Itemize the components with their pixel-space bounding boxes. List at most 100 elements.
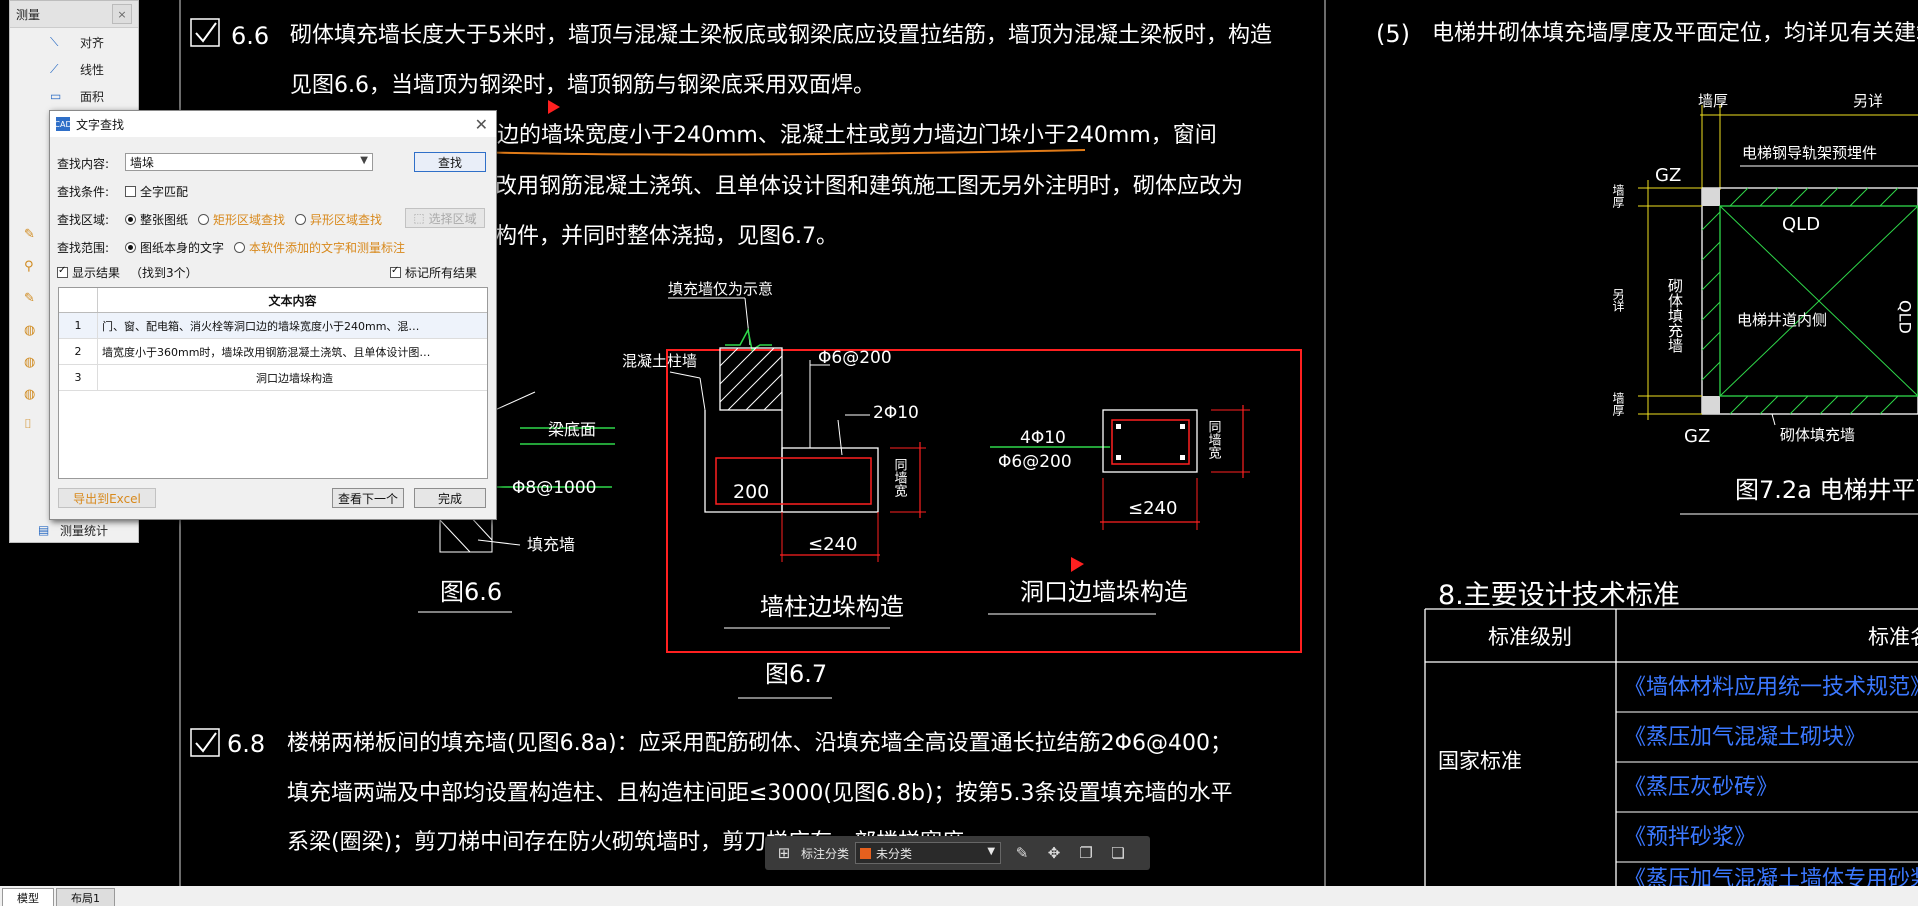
figure-6-6: 梁底面 Φ8@1000 填充墙 图6.6 — [418, 391, 615, 613]
area-rect-radio[interactable] — [198, 213, 210, 225]
area-all-radio[interactable] — [125, 213, 136, 225]
layout-tabs: 模型 布局1 — [0, 886, 1918, 906]
section-6-6-number: 6.6 — [231, 22, 269, 50]
search-hit-underline — [469, 149, 1086, 156]
label-phi6-200: Φ6@200 — [818, 348, 892, 368]
annotation-toolbar: ⊞ 标注分类 未分类 ▼ ✎ ✥ ❐ ❏ — [765, 836, 1150, 870]
tool-icon-2[interactable]: ⚲ — [24, 259, 34, 274]
tool-icon-1[interactable]: ✎ — [24, 227, 35, 242]
area-all-label: 整张图纸 — [140, 212, 189, 227]
category-select-value: 未分类 — [876, 846, 913, 861]
table-header-level: 标准级别 — [1488, 625, 1572, 649]
copy-icon[interactable]: ❐ — [1079, 844, 1093, 862]
label-4phi10: 4Φ10 — [1020, 428, 1066, 448]
tab-layout1[interactable]: 布局1 — [56, 888, 115, 906]
area-row: 查找区域: 整张图纸 矩形区域查找 异形区域查找 — [57, 209, 382, 229]
next-button[interactable]: 查看下一个 — [332, 488, 404, 508]
tool-icon-7[interactable]: ⌷ — [24, 417, 32, 432]
find-input[interactable]: 墙垛 ▼ — [125, 153, 373, 171]
tool-icon-6[interactable]: ◍ — [24, 387, 36, 402]
cond-row: 查找条件: 全字匹配 — [57, 181, 188, 201]
tool-icon-3[interactable]: ✎ — [24, 291, 35, 306]
figure-6-7-opening: 4Φ10 Φ6@200 同墙宽 ≤240 洞口边墙垛构造 — [988, 405, 1250, 615]
find-row: 查找内容: — [57, 153, 125, 173]
area-irregular-radio[interactable] — [295, 213, 307, 225]
measure-area-button[interactable]: ▭面积 — [50, 89, 105, 104]
table-std-2: 《蒸压加气混凝土砌块》 — [1624, 725, 1866, 750]
label-tongqiangkuan: 同墙宽 — [892, 458, 908, 498]
r-qianghou: 墙厚 — [1698, 92, 1728, 110]
area-icon: ▭ — [50, 89, 62, 103]
show-results-label: 显示结果 — [72, 265, 121, 280]
section-6-7-line3: 构件，并同时整体浇捣，见图6.7。 — [495, 224, 838, 249]
measure-align-button[interactable]: ⟍对齐 — [50, 34, 105, 50]
paste-icon[interactable]: ❏ — [1111, 844, 1125, 862]
move-icon[interactable]: ✥ — [1047, 844, 1061, 862]
tool-icon-4[interactable]: ◍ — [24, 323, 36, 338]
results-table: 文本内容 1 门、窗、配电箱、消火栓等洞口边的墙垛宽度小于240mm、混… 2 … — [58, 287, 488, 479]
right-item-5-text: 电梯井砌体填充墙厚度及平面定位，均详见有关建筑专业施工图。 — [1432, 21, 1918, 46]
table-row[interactable]: 2 墙宽度小于360mm时，墙垛改用钢筋混凝土浇筑、且单体设计图… — [59, 339, 487, 365]
table-row[interactable]: 3 洞口边墙垛构造 — [59, 365, 487, 391]
r-gz-top: GZ — [1655, 165, 1681, 186]
r-fig72-caption: 图7.2a 电梯井平面图 — [1735, 476, 1918, 504]
find-button[interactable]: 查找 — [414, 152, 486, 172]
mark-all-checkbox[interactable] — [390, 265, 401, 278]
scope-label: 查找范围: — [57, 240, 110, 255]
dialog-titlebar[interactable]: CAD 文字查找 ✕ — [50, 111, 496, 137]
measure-stats-button[interactable]: ▤测量统计 — [38, 523, 109, 538]
chevron-down-icon[interactable]: ▼ — [360, 155, 368, 166]
measure-linear-button[interactable]: ⟋线性 — [50, 61, 105, 77]
checkbox-6-6 — [190, 18, 220, 47]
section-6-8-line1: 楼梯两梯板间的填充墙(见图6.8a)：应采用配筋砌体、沿填充墙全高设置通长拉结筋… — [287, 731, 1232, 756]
r-lingxiang-v: 另详 — [1611, 288, 1625, 312]
section-6-6-line2: 见图6.6，当墙顶为钢梁时，墙顶钢筋与钢梁底采用双面焊。 — [290, 73, 875, 98]
table-std-4: 《预拌砂浆》 — [1624, 825, 1756, 850]
tab-model[interactable]: 模型 — [2, 888, 54, 906]
scope-drawing-radio[interactable] — [125, 241, 136, 253]
close-icon[interactable]: × — [112, 4, 132, 24]
section-6-6-line1: 砌体填充墙长度大于5米时，墙顶与混凝土梁板底或钢梁底应设置拉结筋，墙顶为混凝土梁… — [290, 23, 1272, 48]
close-icon[interactable]: ✕ — [474, 115, 488, 134]
export-excel-button[interactable]: 导出到Excel — [58, 488, 156, 508]
dongkou-title: 洞口边墙垛构造 — [1020, 578, 1188, 606]
fig-6-7-highlight-frame — [666, 349, 1302, 653]
scope-row: 查找范围: 图纸本身的文字 本软件添加的文字和测量标注 — [57, 237, 405, 257]
r-qiti-v: 砌体填充墙 — [1666, 278, 1684, 353]
category-color-swatch — [860, 847, 872, 859]
table-std-1: 《墙体材料应用统一技术规范》 — [1624, 675, 1918, 700]
show-results-checkbox[interactable] — [57, 265, 68, 278]
full-word-checkbox[interactable] — [125, 185, 136, 197]
fig-6-6-caption: 图6.6 — [440, 578, 502, 606]
figure-6-7-wall-column: 填充墙仅为示意 混凝土柱墙 200 Φ6@200 2Φ10 ≤240 同墙宽 墙… — [622, 280, 926, 629]
checkbox-6-8 — [190, 728, 220, 757]
r-qianghou-v1: 墙厚 — [1611, 184, 1625, 208]
section-6-7-line2: 改用钢筋混凝土浇筑、且单体设计图和建筑施工图无另外注明时，砌体应改为 — [495, 174, 1243, 199]
area-label: 查找区域: — [57, 212, 110, 227]
label-le240b: ≤240 — [1128, 498, 1177, 519]
edit-icon[interactable]: ✎ — [1015, 844, 1029, 862]
grid-icon[interactable]: ⊞ — [777, 844, 791, 862]
annotation-category-select[interactable]: 未分类 ▼ — [855, 842, 1002, 864]
qiangzhu-title: 墙柱边垛构造 — [760, 593, 904, 621]
right-item-5-number: (5) — [1376, 20, 1410, 48]
label-200: 200 — [733, 481, 769, 503]
label-tongqiangkuan-2: 同墙宽 — [1206, 420, 1222, 460]
table-row[interactable]: 1 门、窗、配电箱、消火栓等洞口边的墙垛宽度小于240mm、混… — [59, 313, 487, 339]
section-8-title: 8.主要设计技术标准 — [1438, 580, 1680, 611]
linear-icon: ⟋ — [50, 61, 59, 76]
standards-table: 标准级别 标准名 国家标准 《墙体材料应用统一技术规范》 《蒸压加气混凝土砌块》… — [1424, 608, 1918, 892]
scope-added-radio[interactable] — [234, 241, 246, 253]
table-guojia: 国家标准 — [1438, 749, 1522, 773]
select-area-button[interactable]: ⬚选择区域 — [405, 208, 485, 228]
search-hit-flag — [548, 100, 560, 114]
table-std-3: 《蒸压灰砂砖》 — [1624, 775, 1778, 800]
label-phi8-1000: Φ8@1000 — [512, 478, 596, 498]
tool-icon-5[interactable]: ◍ — [24, 355, 36, 370]
elevator-shaft-plan: 墙厚 另详 GZ 电梯钢导轨架预埋件 QLD 墙厚 — [1611, 92, 1918, 515]
area-irregular-label: 异形区域查找 — [310, 212, 383, 227]
section-6-8-line2: 填充墙两端及中部均设置构造柱、且构造柱间距≤3000(见图6.8b)；按第5.3… — [287, 781, 1233, 806]
text-find-dialog: CAD 文字查找 ✕ 查找内容: 墙垛 ▼ 查找 查找条件: 全字匹配 查找区域… — [49, 110, 497, 520]
done-button[interactable]: 完成 — [414, 488, 486, 508]
